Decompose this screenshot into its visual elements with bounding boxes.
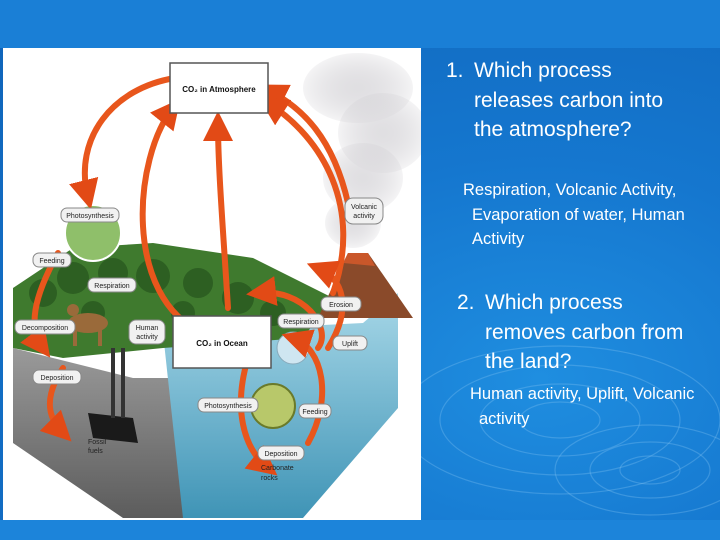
- answer-2: Human activity, Uplift, Volcanic activit…: [470, 382, 710, 431]
- arrow-resp-ocean: [246, 276, 325, 351]
- arrow-ocean-up: [203, 111, 234, 311]
- carbon-cycle-illustration: CO₂ in Atmosphere CO₂ in Ocean Photosynt…: [13, 53, 421, 518]
- carbon-cycle-diagram: CO₂ in Atmosphere CO₂ in Ocean Photosynt…: [3, 48, 421, 520]
- question-2-text: Which process removes carbon from the la…: [485, 291, 684, 373]
- label-uplift: Uplift: [342, 341, 358, 348]
- co2-ocean-label: CO₂ in Ocean: [196, 339, 248, 348]
- arrow-respiration-up: [139, 98, 206, 336]
- label-feeding-ocean: Feeding: [302, 409, 327, 416]
- label-photosynthesis-ocean: Photosynthesis: [204, 403, 252, 410]
- label-human-activity-2: activity: [136, 334, 158, 341]
- answer-1: Respiration, Volcanic Activity, Evaporat…: [463, 178, 703, 252]
- label-photosynthesis-land: Photosynthesis: [66, 213, 114, 220]
- bottom-band: [0, 520, 720, 540]
- answer-1-text: Respiration, Volcanic Activity, Evaporat…: [463, 181, 685, 248]
- flow-arrows: [20, 75, 351, 476]
- label-decomposition: Decomposition: [22, 325, 68, 332]
- answer-2-text: Human activity, Uplift, Volcanic activit…: [470, 385, 695, 428]
- co2-atmosphere-label: CO₂ in Atmosphere: [182, 85, 256, 94]
- trees: [29, 258, 286, 326]
- label-fossil-fuels-2: fuels: [88, 448, 103, 455]
- arrow-erosion-up: [257, 96, 347, 296]
- label-deposition-land: Deposition: [40, 375, 73, 382]
- question-2-number: 2.: [457, 291, 475, 314]
- arrow-feeding-up: [281, 329, 326, 446]
- label-carbonate-rocks-2: rocks: [261, 475, 278, 482]
- question-1-text: Which process releases carbon into the a…: [474, 59, 664, 141]
- label-respiration-ocean: Respiration: [283, 319, 319, 326]
- label-respiration-land: Respiration: [94, 283, 130, 290]
- co2-ocean-box: CO₂ in Ocean: [172, 315, 272, 369]
- co2-atmosphere-box: CO₂ in Atmosphere: [169, 62, 269, 114]
- label-volcanic-activity-2: activity: [353, 213, 375, 220]
- question-2: 2. Which process removes carbon from the …: [457, 288, 707, 377]
- question-1: 1. Which process releases carbon into the…: [446, 56, 706, 145]
- top-band: [0, 0, 720, 48]
- label-carbonate-rocks-1: Carbonate: [261, 465, 294, 472]
- label-erosion: Erosion: [329, 302, 353, 309]
- label-deposition-ocean: Deposition: [264, 451, 297, 458]
- fossil-fuel-layer: [88, 413, 138, 443]
- label-volcanic-activity-1: Volcanic: [351, 204, 378, 211]
- arrow-ocean-deposition: [237, 355, 278, 476]
- question-1-number: 1.: [446, 59, 464, 82]
- elk: [67, 304, 108, 346]
- label-feeding-land: Feeding: [39, 258, 64, 265]
- label-fossil-fuels-1: Fossil: [88, 439, 107, 446]
- arrow-to-photosynthesis: [69, 75, 178, 210]
- label-human-activity-1: Human: [136, 325, 159, 332]
